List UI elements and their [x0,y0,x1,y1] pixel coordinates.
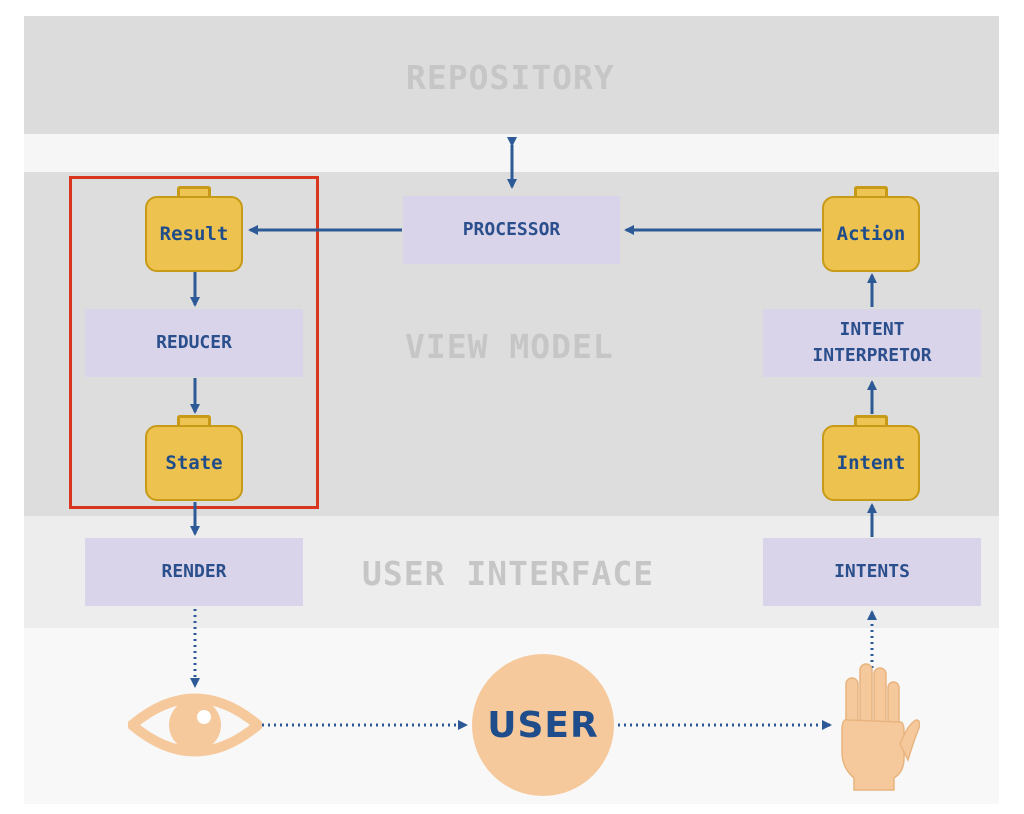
intent-label: Intent [822,425,920,501]
repository-label: REPOSITORY [406,58,615,97]
repository-layer [24,16,999,134]
processor-box: PROCESSOR [403,196,620,264]
reducer-box: REDUCER [85,309,303,377]
eye-icon [128,693,262,757]
state-briefcase: State [145,415,243,501]
briefcase-handle [854,186,888,198]
user-label: USER [487,704,599,746]
briefcase-handle [177,415,211,427]
reducer-label: REDUCER [156,331,232,353]
view-model-label: VIEW MODEL [405,327,614,366]
intents-label: INTENTS [834,560,910,582]
briefcase-handle [854,415,888,427]
hand-icon [841,663,920,791]
result-briefcase: Result [145,186,243,272]
user-circle: USER [472,654,614,796]
intent-briefcase: Intent [822,415,920,501]
intents-box: INTENTS [763,538,981,606]
render-label: RENDER [161,560,227,582]
action-briefcase: Action [822,186,920,272]
render-box: RENDER [85,538,303,606]
intent-interpreter-label-line1: INTENT [839,318,905,340]
result-label: Result [145,196,243,272]
intent-interpreter-label-line2: INTERPRETOR [812,345,932,366]
briefcase-handle [177,186,211,198]
state-label: State [145,425,243,501]
action-label: Action [822,196,920,272]
intent-interpreter-box: INTENT INTERPRETOR [763,309,981,377]
processor-label: PROCESSOR [462,218,561,240]
user-interface-label: USER INTERFACE [362,554,655,593]
